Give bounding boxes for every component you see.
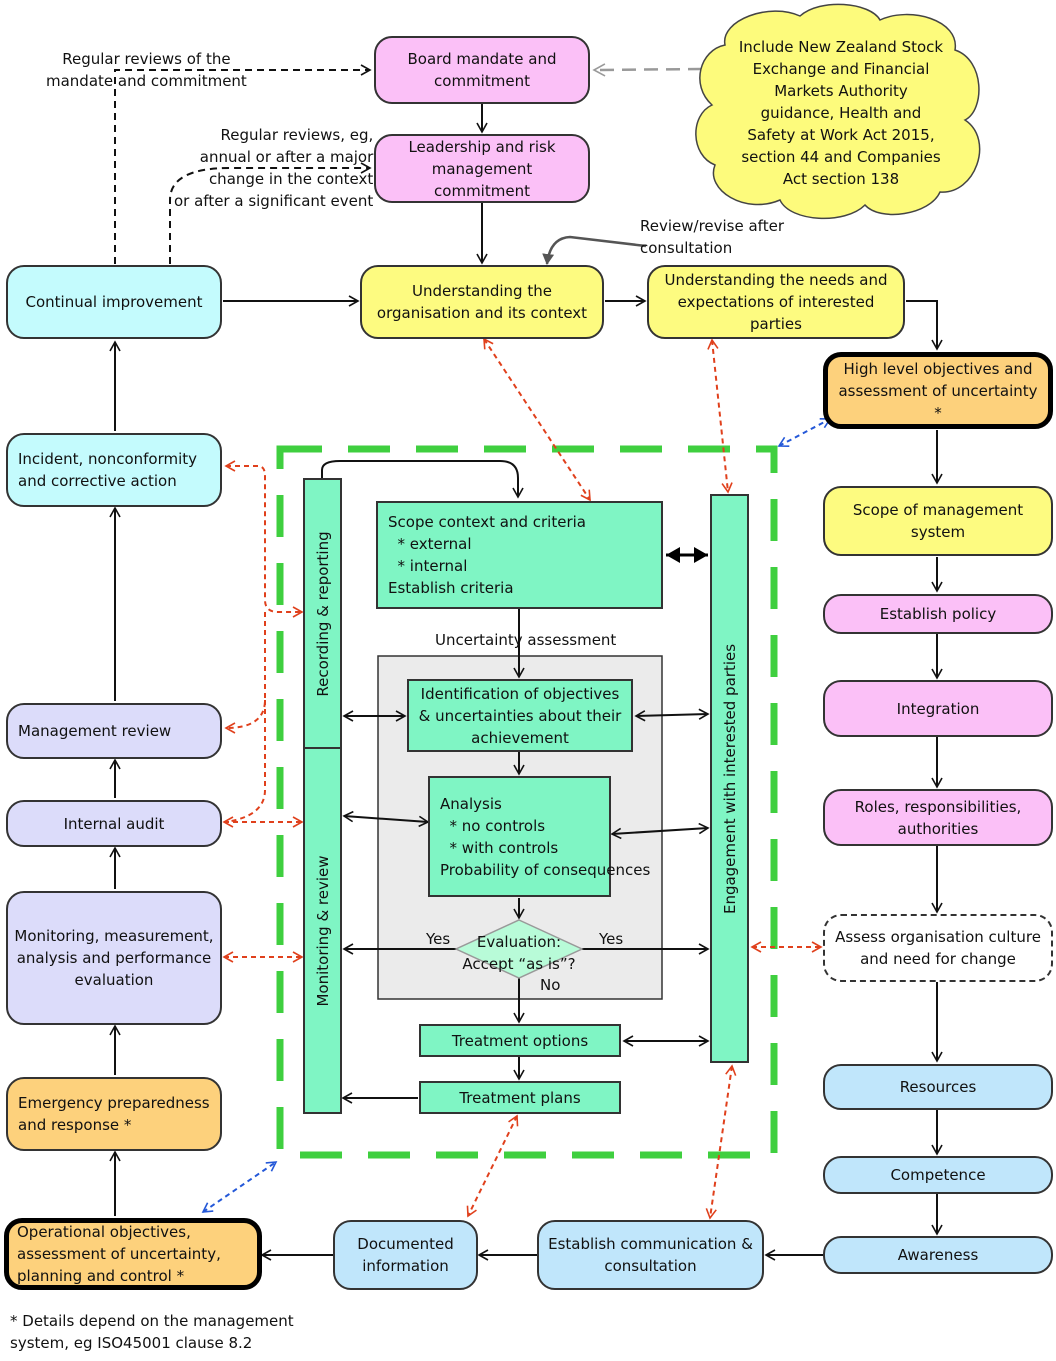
establish-communication-box: Establish communication & consultation — [537, 1220, 764, 1290]
resources-box: Resources — [823, 1064, 1053, 1110]
understanding-needs-box: Understanding the needs and expectations… — [647, 265, 905, 339]
risk-process-frame — [276, 445, 778, 1159]
legislation-cloud-text: Include New Zealand Stock Exchange and F… — [738, 38, 944, 188]
scope-context-criteria-box: Scope context and criteria * external * … — [376, 501, 663, 609]
identification-box: Identification of objectives & uncertain… — [407, 679, 633, 752]
regular-reviews-mandate-label: Regular reviews of the mandate and commi… — [46, 50, 247, 90]
legislation-cloud-shape — [695, 3, 981, 220]
no-label: No — [540, 976, 561, 994]
uncertainty-assessment-label: Uncertainty assessment — [435, 631, 617, 649]
board-mandate-box: Board mandate and commitment — [374, 36, 590, 104]
review-revise-label: Review/revise after consultation — [640, 217, 784, 257]
documented-information-box: Documented information — [333, 1220, 478, 1290]
understanding-organisation-box: Understanding the organisation and its c… — [360, 265, 604, 339]
high-level-objectives-box: High level objectives and assessment of … — [823, 352, 1053, 429]
emergency-preparedness-box: Emergency preparedness and response * — [6, 1077, 222, 1151]
competence-box: Competence — [823, 1156, 1053, 1194]
yes-left-label: Yes — [426, 930, 451, 948]
recording-reporting-label: Recording & reporting — [313, 530, 332, 697]
operational-objectives-box: Operational objectives, assessment of un… — [4, 1218, 262, 1290]
evaluation-label: Evaluation: Accept “as is”? — [462, 933, 576, 973]
internal-audit-box: Internal audit — [6, 800, 222, 847]
treatment-plans-box: Treatment plans — [419, 1081, 621, 1114]
monitoring-measurement-box: Monitoring, measurement, analysis and pe… — [6, 891, 222, 1025]
treatment-options-box: Treatment options — [419, 1024, 621, 1057]
yes-right-label: Yes — [599, 930, 624, 948]
footnote: * Details depend on the management syste… — [10, 1312, 294, 1352]
leadership-commitment-box: Leadership and risk management commitmen… — [374, 134, 590, 203]
continual-improvement-box: Continual improvement — [6, 265, 222, 339]
integration-box: Integration — [823, 680, 1053, 737]
engagement-bar: Engagement with interested parties — [710, 494, 749, 1063]
regular-reviews-eg-label: Regular reviews, eg, annual or after a m… — [174, 126, 374, 210]
assess-culture-box: Assess organisation culture and need for… — [823, 914, 1053, 982]
monitoring-review-bar: Monitoring & review — [303, 747, 342, 1114]
evaluation-diamond — [454, 919, 584, 979]
recording-reporting-bar: Recording & reporting — [303, 478, 342, 749]
management-review-box: Management review — [6, 703, 222, 759]
engagement-label: Engagement with interested parties — [720, 643, 739, 914]
monitoring-review-label: Monitoring & review — [313, 854, 332, 1007]
analysis-box: Analysis * no controls * with controls P… — [428, 776, 650, 897]
roles-responsibilities-box: Roles, responsibilities, authorities — [823, 789, 1053, 846]
establish-policy-box: Establish policy — [823, 594, 1053, 634]
scope-management-system-box: Scope of management system — [823, 486, 1053, 556]
awareness-box: Awareness — [823, 1236, 1053, 1274]
incident-nonconformity-box: Incident, nonconformity and corrective a… — [6, 433, 222, 507]
